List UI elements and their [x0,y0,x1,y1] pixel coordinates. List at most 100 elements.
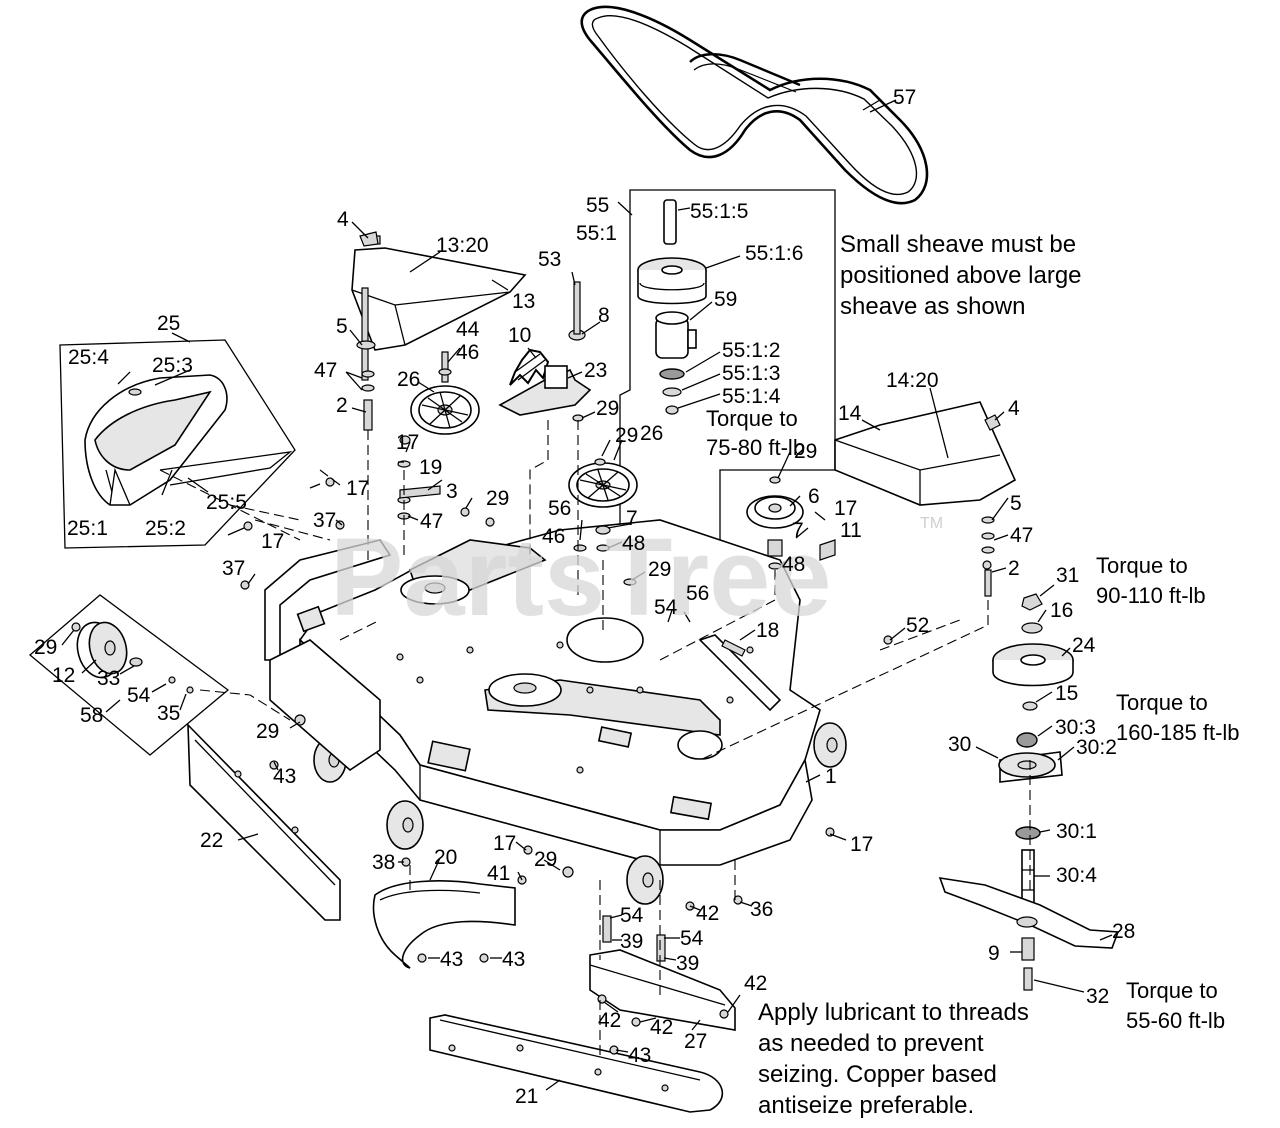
callout-29-f: 29 [34,636,57,659]
callout-20: 20 [434,846,457,869]
callout-29-e: 29 [794,440,817,463]
callout-16: 16 [1050,599,1073,622]
callout-55: 55 [586,194,609,217]
callout-7-b: 7 [792,519,804,542]
callout-4-right: 4 [1008,397,1020,420]
callout-30: 30 [948,733,971,756]
callout-29-c: 29 [486,487,509,510]
callout-47-right: 47 [1010,524,1033,547]
callout-42-c: 42 [598,1009,621,1032]
callout-19: 19 [419,456,442,479]
callout-17-a: 17 [396,431,419,454]
left-idler-sheave [410,351,480,435]
callout-35: 35 [157,702,180,725]
drive-belt [580,5,929,205]
callout-38: 38 [372,851,395,874]
callout-25: 25 [157,312,180,335]
callout-55-1-3: 55:1:3 [722,362,780,385]
callout-29-b: 29 [615,424,638,447]
left-hardware-stack [356,287,441,520]
callout-5-right: 5 [1010,492,1022,515]
callout-26-center: 26 [640,422,663,445]
callout-15: 15 [1055,682,1078,705]
callout-3: 3 [446,480,458,503]
callout-8: 8 [598,304,610,327]
callout-32: 32 [1086,985,1109,1008]
right-belt-cover [834,401,1017,506]
callout-2-left: 2 [336,394,348,417]
callout-2-right: 2 [1008,557,1020,580]
callout-31: 31 [1056,564,1079,587]
callout-55-1-4: 55:1:4 [722,385,781,408]
callout-55-1-6: 55:1:6 [745,242,803,265]
callout-21: 21 [515,1085,538,1108]
torque-blade-line-2: 55-60 ft-lb [1126,1008,1225,1033]
watermark: PartsTree TM [330,515,943,639]
lower-hardware [240,231,995,1055]
callout-23: 23 [584,359,607,382]
callout-46-top: 46 [456,341,479,364]
callout-13: 13 [512,290,535,313]
callout-39-b: 39 [676,952,699,975]
note-sheave-line-2: positioned above large [840,262,1082,289]
callout-55-1-5: 55:1:5 [690,200,748,223]
leader-lines [61,99,1113,1091]
torque-nut-line-2: 90-110 ft-lb [1096,583,1206,608]
callout-36: 36 [750,898,773,921]
callout-5-left: 5 [336,315,348,338]
watermark-trademark: TM [920,515,943,532]
callout-43-d: 43 [628,1044,651,1067]
callout-37-b: 37 [222,557,245,580]
note-sheave-line-1: Small sheave must be [840,231,1076,258]
callout-47-mid: 47 [420,510,443,533]
idler-arm [498,281,592,422]
callout-25-5: 25:5 [206,491,247,514]
torque-idler-line-2: 75-80 ft-lb [706,435,805,460]
callout-22: 22 [200,829,223,852]
callout-9: 9 [988,942,1000,965]
callout-41: 41 [487,862,510,885]
callout-54-d: 54 [680,927,704,950]
callout-43-a: 43 [273,765,296,788]
callout-25-4: 25:4 [68,346,109,369]
callout-14: 14 [838,402,862,425]
center-idler-sheave [568,458,638,586]
callout-30-4: 30:4 [1056,864,1097,887]
callout-29-g: 29 [256,720,279,743]
callout-26-left: 26 [397,368,420,391]
callout-39-a: 39 [620,930,643,953]
callout-29-d: 29 [648,558,671,581]
callout-59: 59 [714,288,737,311]
callout-43-b: 43 [440,948,463,971]
callout-58: 58 [80,704,103,727]
callout-54-b: 54 [127,684,151,707]
callout-30-3: 30:3 [1055,716,1096,739]
callout-17-e: 17 [850,833,873,856]
callout-13-20: 13:20 [436,234,489,257]
callout-7-a: 7 [626,507,638,530]
callout-30-2: 30:2 [1076,736,1117,759]
callout-17-f: 17 [493,832,516,855]
callout-48-b: 48 [782,553,805,576]
torque-idler-line-1: Torque to [706,406,798,431]
callout-18: 18 [756,619,779,642]
callout-30-1: 30:1 [1056,820,1097,843]
callout-54-a: 54 [654,596,678,619]
callout-24: 24 [1072,634,1096,657]
callout-25-2: 25:2 [145,517,186,540]
notes: Small sheave must be positioned above la… [706,231,1240,1119]
left-baffle-22 [187,722,341,921]
callout-37-a: 37 [313,509,336,532]
callout-48-a: 48 [622,532,645,555]
anti-scalp-wheel-inset [28,594,230,756]
callout-42-a: 42 [696,902,719,925]
callout-29-h: 29 [534,848,557,871]
torque-blade-line-1: Torque to [1126,978,1218,1003]
callout-54-c: 54 [620,904,644,927]
callout-25-1: 25:1 [67,517,108,540]
mower-deck [264,519,847,905]
idler-pulley-stack [637,199,707,415]
callout-56-b: 56 [686,582,709,605]
callout-4-left: 4 [337,208,349,231]
